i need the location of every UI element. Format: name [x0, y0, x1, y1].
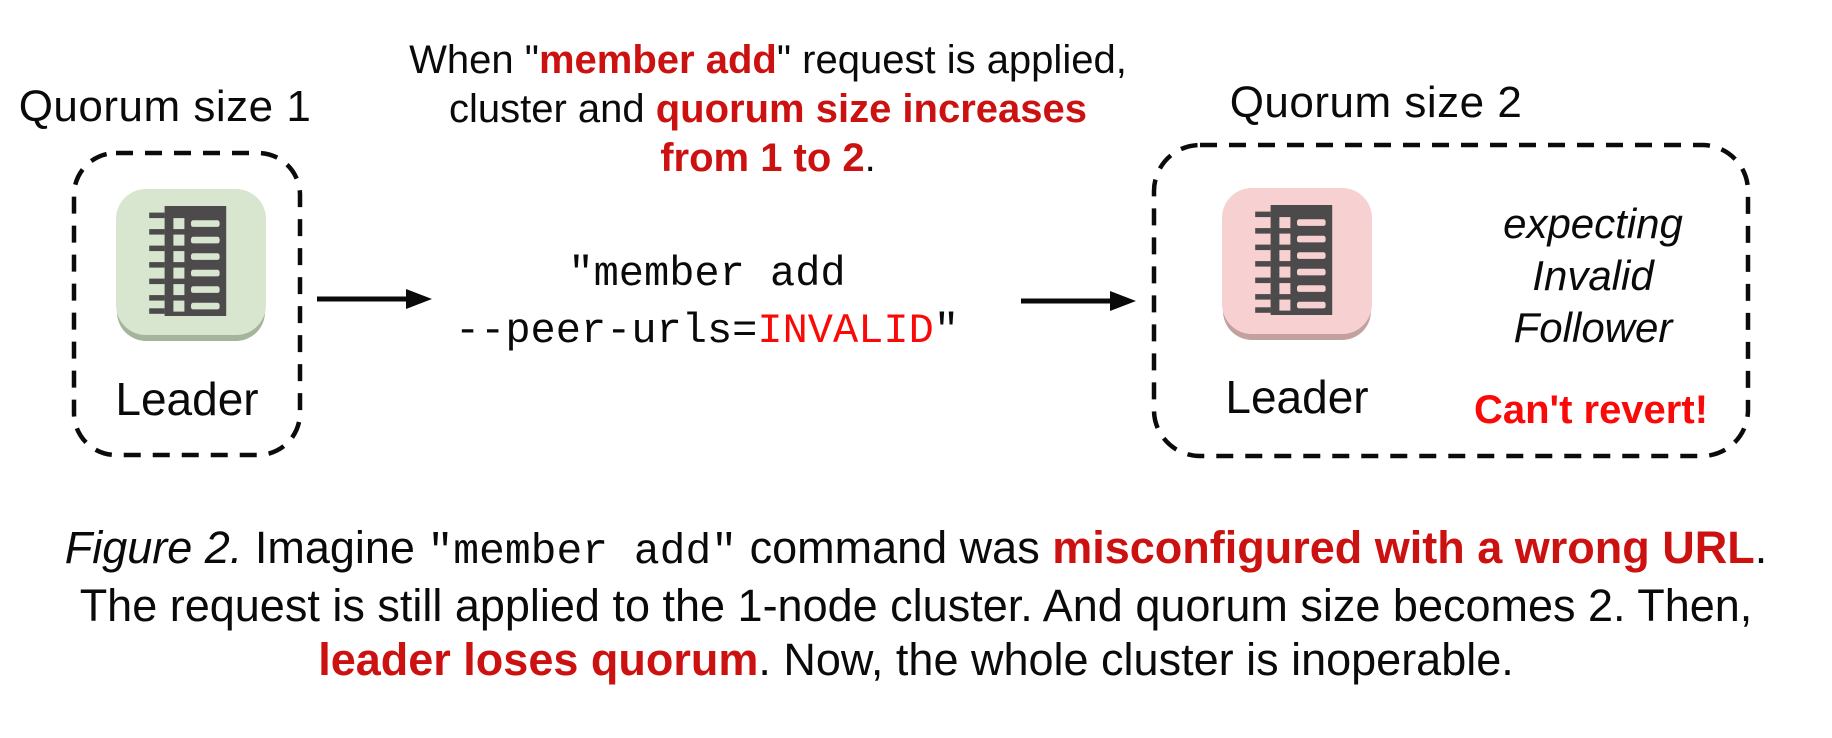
annotation-line-3: from 1 to 2. — [660, 136, 876, 180]
server-icon — [1255, 205, 1333, 315]
leader-node-green — [116, 189, 266, 335]
expecting-line-1: expecting — [1503, 200, 1683, 247]
member-add-annotation: When "member add" request is applied, cl… — [385, 36, 1151, 183]
left-cluster-dashed-box — [71, 150, 303, 458]
expecting-line-3: Follower — [1513, 304, 1673, 351]
left-cluster-title: Quorum size 1 — [18, 82, 312, 131]
right-node-label: Leader — [1225, 371, 1369, 423]
expecting-line-2: Invalid — [1532, 252, 1654, 299]
caption-line-2: The request is still applied to the 1-no… — [79, 580, 1753, 631]
annotation-line-1: When "member add" request is applied, — [409, 38, 1127, 82]
member-add-command: "member add --peer-urls=INVALID" — [407, 246, 1007, 360]
server-icon — [149, 206, 227, 316]
annotation-line-2: cluster and quorum size increases — [448, 87, 1088, 131]
caption-line-3: leader loses quorum. Now, the whole clus… — [318, 634, 1514, 685]
expecting-follower-note: expecting Invalid Follower — [1443, 198, 1743, 354]
command-line-2: --peer-urls=INVALID" — [454, 307, 960, 355]
right-cluster-title: Quorum size 2 — [1229, 78, 1523, 127]
figure-caption: Figure 2. Imagine "member add" command w… — [0, 521, 1832, 687]
cant-revert-warning: Can't revert! — [1473, 388, 1709, 432]
arrow-right-icon — [1021, 291, 1136, 311]
left-node-label: Leader — [115, 373, 259, 425]
leader-node-pink — [1222, 188, 1372, 334]
arrow-right-icon — [317, 289, 432, 309]
caption-line-1: Figure 2. Imagine "member add" command w… — [64, 522, 1768, 576]
command-line-1: "member add — [568, 250, 846, 298]
right-cluster-dashed-box — [1151, 142, 1751, 459]
